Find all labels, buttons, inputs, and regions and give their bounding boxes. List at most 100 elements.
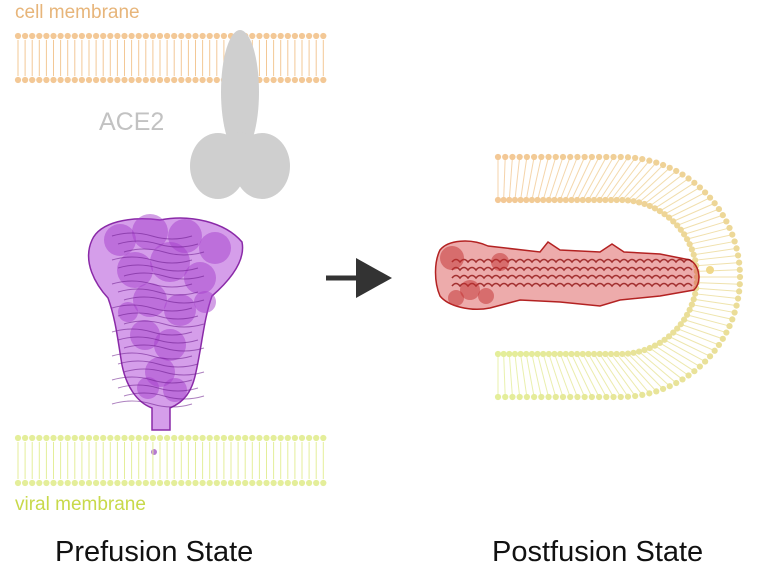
curved-membrane-lipid-head <box>534 196 541 204</box>
curved-membrane-lipid-head <box>557 196 564 204</box>
curved-membrane-lipid-tail <box>604 157 636 201</box>
viral-membrane-lipid-head <box>263 434 270 442</box>
curved-membrane-lipid-head <box>665 333 673 340</box>
prefusion-protein-strand <box>117 336 199 344</box>
curved-membrane-lipid-head <box>646 390 653 397</box>
prefusion-protein-domain <box>199 232 231 264</box>
prefusion-protein-domain <box>118 302 138 322</box>
curved-membrane-lipid-head <box>635 199 643 206</box>
postfusion-helix-strand <box>451 282 693 288</box>
cell-membrane-lipid-head <box>291 32 298 40</box>
cell-membrane-lipid-head <box>14 32 22 40</box>
curved-membrane-lipid-head <box>528 350 536 358</box>
curved-membrane-lipid-head <box>691 368 698 375</box>
curved-membrane-lipid-tail <box>693 247 737 256</box>
curved-membrane-lipid-head <box>683 311 691 318</box>
prefusion-protein-strand <box>111 328 193 336</box>
curved-membrane-lipid-head <box>641 346 648 354</box>
curved-membrane-lipid-head <box>602 196 609 204</box>
curved-membrane-lipid-tail <box>576 156 600 201</box>
viral-membrane-lipid-head <box>43 479 50 487</box>
curved-membrane-lipid-head <box>511 196 519 204</box>
cell-membrane-lipid-head <box>29 32 36 40</box>
cell-membrane-lipid-head <box>78 32 85 40</box>
viral-membrane-lipid-head <box>78 434 85 442</box>
viral-membrane-lipid-head <box>171 434 178 442</box>
viral-membrane-lipid-head <box>178 434 185 442</box>
curved-membrane-lipid-head <box>574 196 581 204</box>
prefusion-protein-strand <box>123 368 205 376</box>
viral-membrane-label: viral membrane <box>15 494 146 515</box>
viral-membrane-lipid-head <box>291 479 298 487</box>
curved-membrane-lipid-tail <box>677 328 720 346</box>
cell-membrane-lipid-head <box>185 76 192 84</box>
viral-membrane-lipid-head <box>156 479 164 487</box>
prefusion-protein-strand <box>117 312 199 320</box>
cell-membrane-lipid-head <box>192 32 199 40</box>
curved-membrane-lipid-tail <box>683 319 727 334</box>
curved-membrane-lipid-head <box>734 252 742 259</box>
curved-membrane-lipid-tail <box>686 314 730 327</box>
curved-membrane-lipid-head <box>574 350 581 358</box>
curved-membrane-lipid-head <box>673 167 680 175</box>
curved-membrane-lipid-tail <box>604 353 636 397</box>
cell-membrane-lipid-head <box>306 32 313 40</box>
postfusion-state-label: Postfusion State <box>492 536 704 568</box>
curved-membrane-lipid-head <box>509 153 516 161</box>
viral-membrane-lipid-head <box>263 479 270 487</box>
curved-membrane-lipid-tail <box>548 353 564 398</box>
curved-membrane-lipid-tail <box>525 156 535 201</box>
viral-membrane-lipid-head <box>298 479 306 487</box>
cell-membrane-lipid-head <box>156 76 164 84</box>
curved-membrane-lipid-head <box>540 196 547 204</box>
postfusion-protein-domain <box>440 246 464 270</box>
curved-membrane-lipid-tail <box>680 214 723 231</box>
cell-membrane-lipid-head <box>320 32 327 40</box>
viral-membrane-lipid-head <box>107 434 114 442</box>
curved-membrane-lipid-head <box>545 350 552 358</box>
curved-membrane-lipid-head <box>706 353 714 360</box>
viral-membrane-lipid-head <box>78 479 85 487</box>
curved-membrane-lipid-head <box>590 196 598 204</box>
viral-membrane-lipid-head <box>85 479 93 487</box>
curved-membrane-lipid-head <box>494 196 502 204</box>
prefusion-protein-strand <box>117 240 199 248</box>
curved-membrane-lipid-head <box>635 348 643 355</box>
curved-membrane-lipid-tail <box>508 353 513 398</box>
curved-membrane-lipid-tail <box>696 262 740 267</box>
viral-membrane-lipid-head <box>199 434 206 442</box>
viral-membrane-lipid-head <box>50 434 57 442</box>
curved-membrane-lipid-head <box>559 153 567 161</box>
curved-membrane-lipid-head <box>610 393 617 401</box>
curved-membrane-lipid-head <box>523 393 530 401</box>
viral-membrane-lipid-head <box>277 434 284 442</box>
viral-membrane-lipid-head <box>185 479 192 487</box>
curved-membrane-lipid-head <box>736 281 743 288</box>
curved-membrane-lipid-tail <box>565 156 586 201</box>
transition-arrow <box>326 258 392 298</box>
prefusion-protein-strand <box>123 296 205 304</box>
arrow-head <box>356 258 392 298</box>
cell-membrane-lipid-head <box>270 76 277 84</box>
cell-membrane-lipid-head <box>263 32 270 40</box>
curved-membrane-lipid-head <box>540 350 547 358</box>
curved-membrane-lipid-tail <box>654 182 695 209</box>
cell-membrane-lipid-head <box>171 32 178 40</box>
curved-membrane-lipid-tail <box>520 156 528 201</box>
curved-membrane-lipid-head <box>661 336 668 343</box>
curved-membrane-lipid-head <box>651 342 658 349</box>
curved-membrane-lipid-head <box>538 153 545 161</box>
cell-membrane-lipid-head <box>114 76 121 84</box>
curved-membrane-lipid-head <box>719 335 726 342</box>
curved-membrane-lipid-head <box>683 236 691 243</box>
viral-membrane-lipid-head <box>313 479 320 487</box>
curved-membrane-lipid-head <box>613 196 620 204</box>
viral-membrane-lipid-head <box>100 434 107 442</box>
curved-membrane-lipid-head <box>567 153 574 161</box>
curved-membrane-lipid-head <box>651 205 658 212</box>
curved-membrane-lipid-head <box>661 211 668 218</box>
curved-membrane-lipid-head <box>734 295 742 302</box>
cell-membrane-lipid-head <box>142 76 149 84</box>
prefusion-protein-strand <box>111 352 193 360</box>
